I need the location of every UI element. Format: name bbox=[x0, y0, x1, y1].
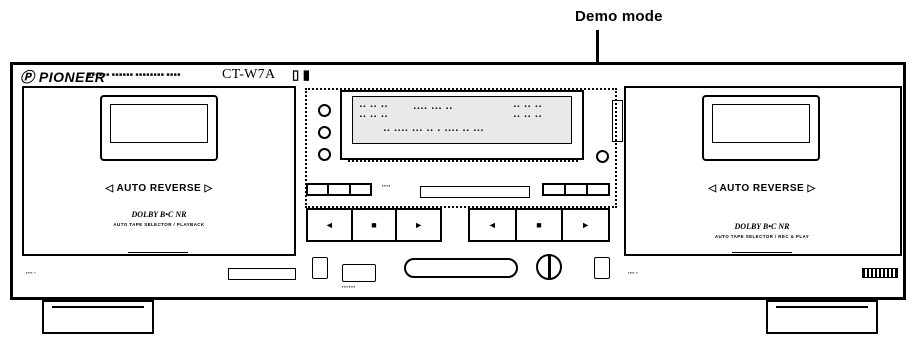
center-function-panel bbox=[420, 186, 530, 198]
deck-2-mode-buttons bbox=[542, 183, 610, 196]
deck-1-label-graphic: ▪▪▪▪ ▪ bbox=[26, 270, 37, 275]
badge-strip bbox=[862, 268, 898, 278]
deck-2-door-hinge bbox=[732, 252, 792, 259]
lcd-counter: ▪▪▪▪ ▪▪▪ ▪▪ bbox=[413, 105, 453, 112]
deck-2-play-button[interactable]: ► bbox=[581, 220, 591, 230]
deck-2-stop-button[interactable]: ■ bbox=[517, 210, 564, 240]
deck-2-rewind-button[interactable]: ◄ bbox=[470, 210, 517, 240]
deck-2-door[interactable] bbox=[624, 86, 902, 256]
deck-1-door[interactable] bbox=[22, 86, 296, 256]
deck-2-auto-reverse-label: ◁ AUTO REVERSE ▷ bbox=[708, 183, 816, 194]
left-foot bbox=[42, 300, 154, 334]
brand-tagline-graphic: ■■■■■■ ■■■■■■ ■■■■■■■■ ■■■■ bbox=[88, 72, 181, 78]
deck-1-subtitle: AUTO TAPE SELECTOR / PLAYBACK bbox=[113, 222, 205, 227]
deck-1-rewind-button[interactable]: ◄ bbox=[308, 210, 353, 240]
deck-1-counter-strip bbox=[228, 268, 296, 280]
deck-1-dolby-label: DOLBY B•C NR bbox=[131, 210, 187, 219]
lcd-level-meter-right: ▪▪ ▪▪ ▪▪ bbox=[513, 103, 542, 110]
center-control-area bbox=[305, 88, 617, 208]
rec-level-knob[interactable] bbox=[318, 104, 331, 117]
deck-2-transport: ◄ ■ ► bbox=[468, 208, 610, 242]
center-label-graphic: ▪▪▪▪▪ bbox=[382, 183, 391, 188]
brand-logo: Ⓟ PIONEER bbox=[20, 67, 105, 87]
high-speed-dubbing-button[interactable] bbox=[404, 258, 518, 278]
deck-1-mode-button-b[interactable] bbox=[329, 185, 351, 194]
deck-2-mode-button-a[interactable] bbox=[544, 185, 566, 194]
deck-1-window bbox=[100, 95, 218, 161]
deck-2-label-graphic: ▪▪▪▪ ▪ bbox=[628, 270, 639, 275]
model-suffix-graphic: ▯ ▮ bbox=[292, 67, 310, 82]
deck-2-dolby-label: DOLBY B•C NR bbox=[734, 222, 790, 231]
display-lower-edge bbox=[348, 160, 578, 172]
demo-bracket bbox=[612, 100, 623, 142]
deck-2-eject-button[interactable] bbox=[594, 257, 610, 279]
deck-1-play-button[interactable]: ► bbox=[414, 220, 424, 230]
brand-name: PIONEER bbox=[38, 69, 106, 85]
deck-2-subtitle: AUTO TAPE SELECTOR / REC & PLAY bbox=[714, 234, 810, 239]
deck-1-transport: ◄ ■ ► bbox=[306, 208, 442, 242]
deck-1-mode-button-c[interactable] bbox=[351, 185, 370, 194]
rec-level-dial-indicator bbox=[548, 256, 551, 278]
model-number: CT-W7A bbox=[222, 67, 276, 82]
display-knob[interactable] bbox=[596, 150, 609, 163]
deck-1-mode-button-a[interactable] bbox=[308, 185, 330, 194]
lcd-display: ▪▪ ▪▪ ▪▪ ▪▪ ▪▪ ▪▪ ▪▪▪▪ ▪▪▪ ▪▪ ▪▪ ▪▪ ▪▪ ▪… bbox=[352, 96, 572, 144]
lcd-indicator-row: ▪▪ ▪▪▪▪ ▪▪▪ ▪▪ ▪ ▪▪▪▪ ▪▪ ▪▪▪ bbox=[383, 127, 484, 134]
deck-1-mode-buttons bbox=[306, 183, 372, 196]
lcd-level-meter-left-2: ▪▪ ▪▪ ▪▪ bbox=[359, 113, 388, 120]
lcd-level-meter-right-2: ▪▪ ▪▪ ▪▪ bbox=[513, 113, 542, 120]
deck-1-auto-reverse-label: ◁ AUTO REVERSE ▷ bbox=[105, 183, 213, 194]
deck-1-eject-button[interactable] bbox=[312, 257, 328, 279]
demo-mode-callout-label: Demo mode bbox=[575, 8, 663, 25]
brand-logo-mark: Ⓟ bbox=[20, 69, 35, 85]
lcd-level-meter-left: ▪▪ ▪▪ ▪▪ bbox=[359, 103, 388, 110]
right-foot-top bbox=[776, 300, 868, 308]
left-foot-top bbox=[52, 300, 144, 308]
right-foot bbox=[766, 300, 878, 334]
deck-2-window bbox=[702, 95, 820, 161]
power-button[interactable] bbox=[342, 264, 376, 282]
deck-2-mode-button-b[interactable] bbox=[566, 185, 588, 194]
deck-1-door-hinge bbox=[128, 252, 188, 259]
deck-1-stop-button[interactable]: ■ bbox=[353, 210, 398, 240]
deck-2-mode-button-c[interactable] bbox=[588, 185, 608, 194]
power-label-graphic: ▪▪▪▪▪▪▪▪ bbox=[342, 284, 356, 289]
counter-mode-knob[interactable] bbox=[318, 148, 331, 161]
reset-knob[interactable] bbox=[318, 126, 331, 139]
